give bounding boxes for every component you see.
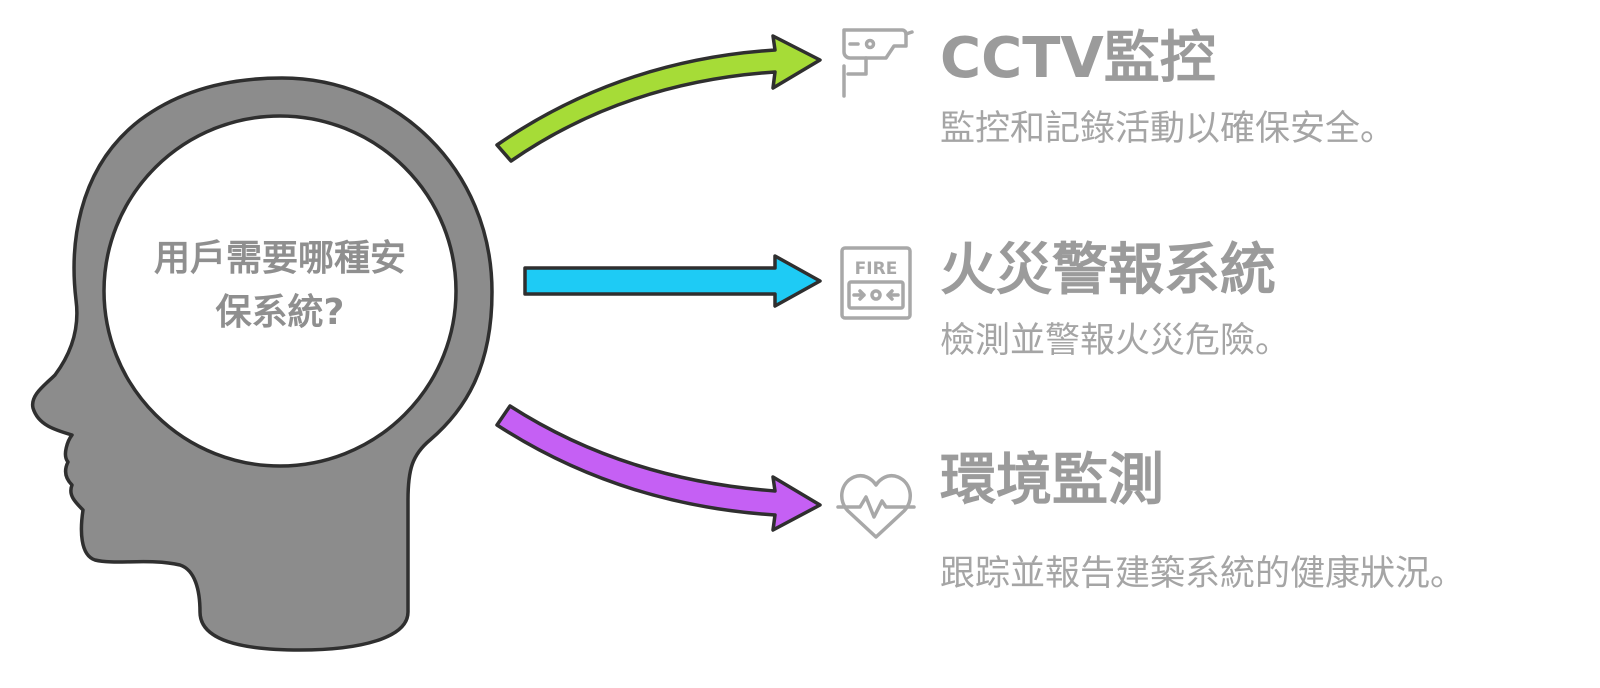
arrow-environment <box>495 404 822 532</box>
question-line-1: 用戶需要哪種安 <box>153 238 406 279</box>
item-desc-cctv: 監控和記錄活動以確保安全。 <box>940 109 1396 149</box>
item-desc-environment: 跟踪並報告建築系統的健康狀況。 <box>940 554 1466 594</box>
arrow-fire-alarm <box>523 254 822 308</box>
cctv-camera-icon <box>842 28 914 98</box>
fire-alarm-icon: FIRE <box>840 246 912 320</box>
fire-alarm-label: FIRE <box>855 259 898 279</box>
central-question: 用戶需要哪種安 保系統? <box>135 232 425 340</box>
item-desc-fire-alarm: 檢測並警報火災危險。 <box>940 321 1291 361</box>
heartbeat-icon <box>836 473 916 539</box>
arrow-cctv <box>495 34 822 163</box>
item-title-cctv: CCTV監控 <box>940 26 1216 91</box>
item-title-environment: 環境監測 <box>940 448 1164 513</box>
question-line-2: 保系統? <box>215 292 345 333</box>
item-title-fire-alarm: 火災警報系統 <box>940 238 1276 303</box>
thought-circle <box>102 114 458 468</box>
